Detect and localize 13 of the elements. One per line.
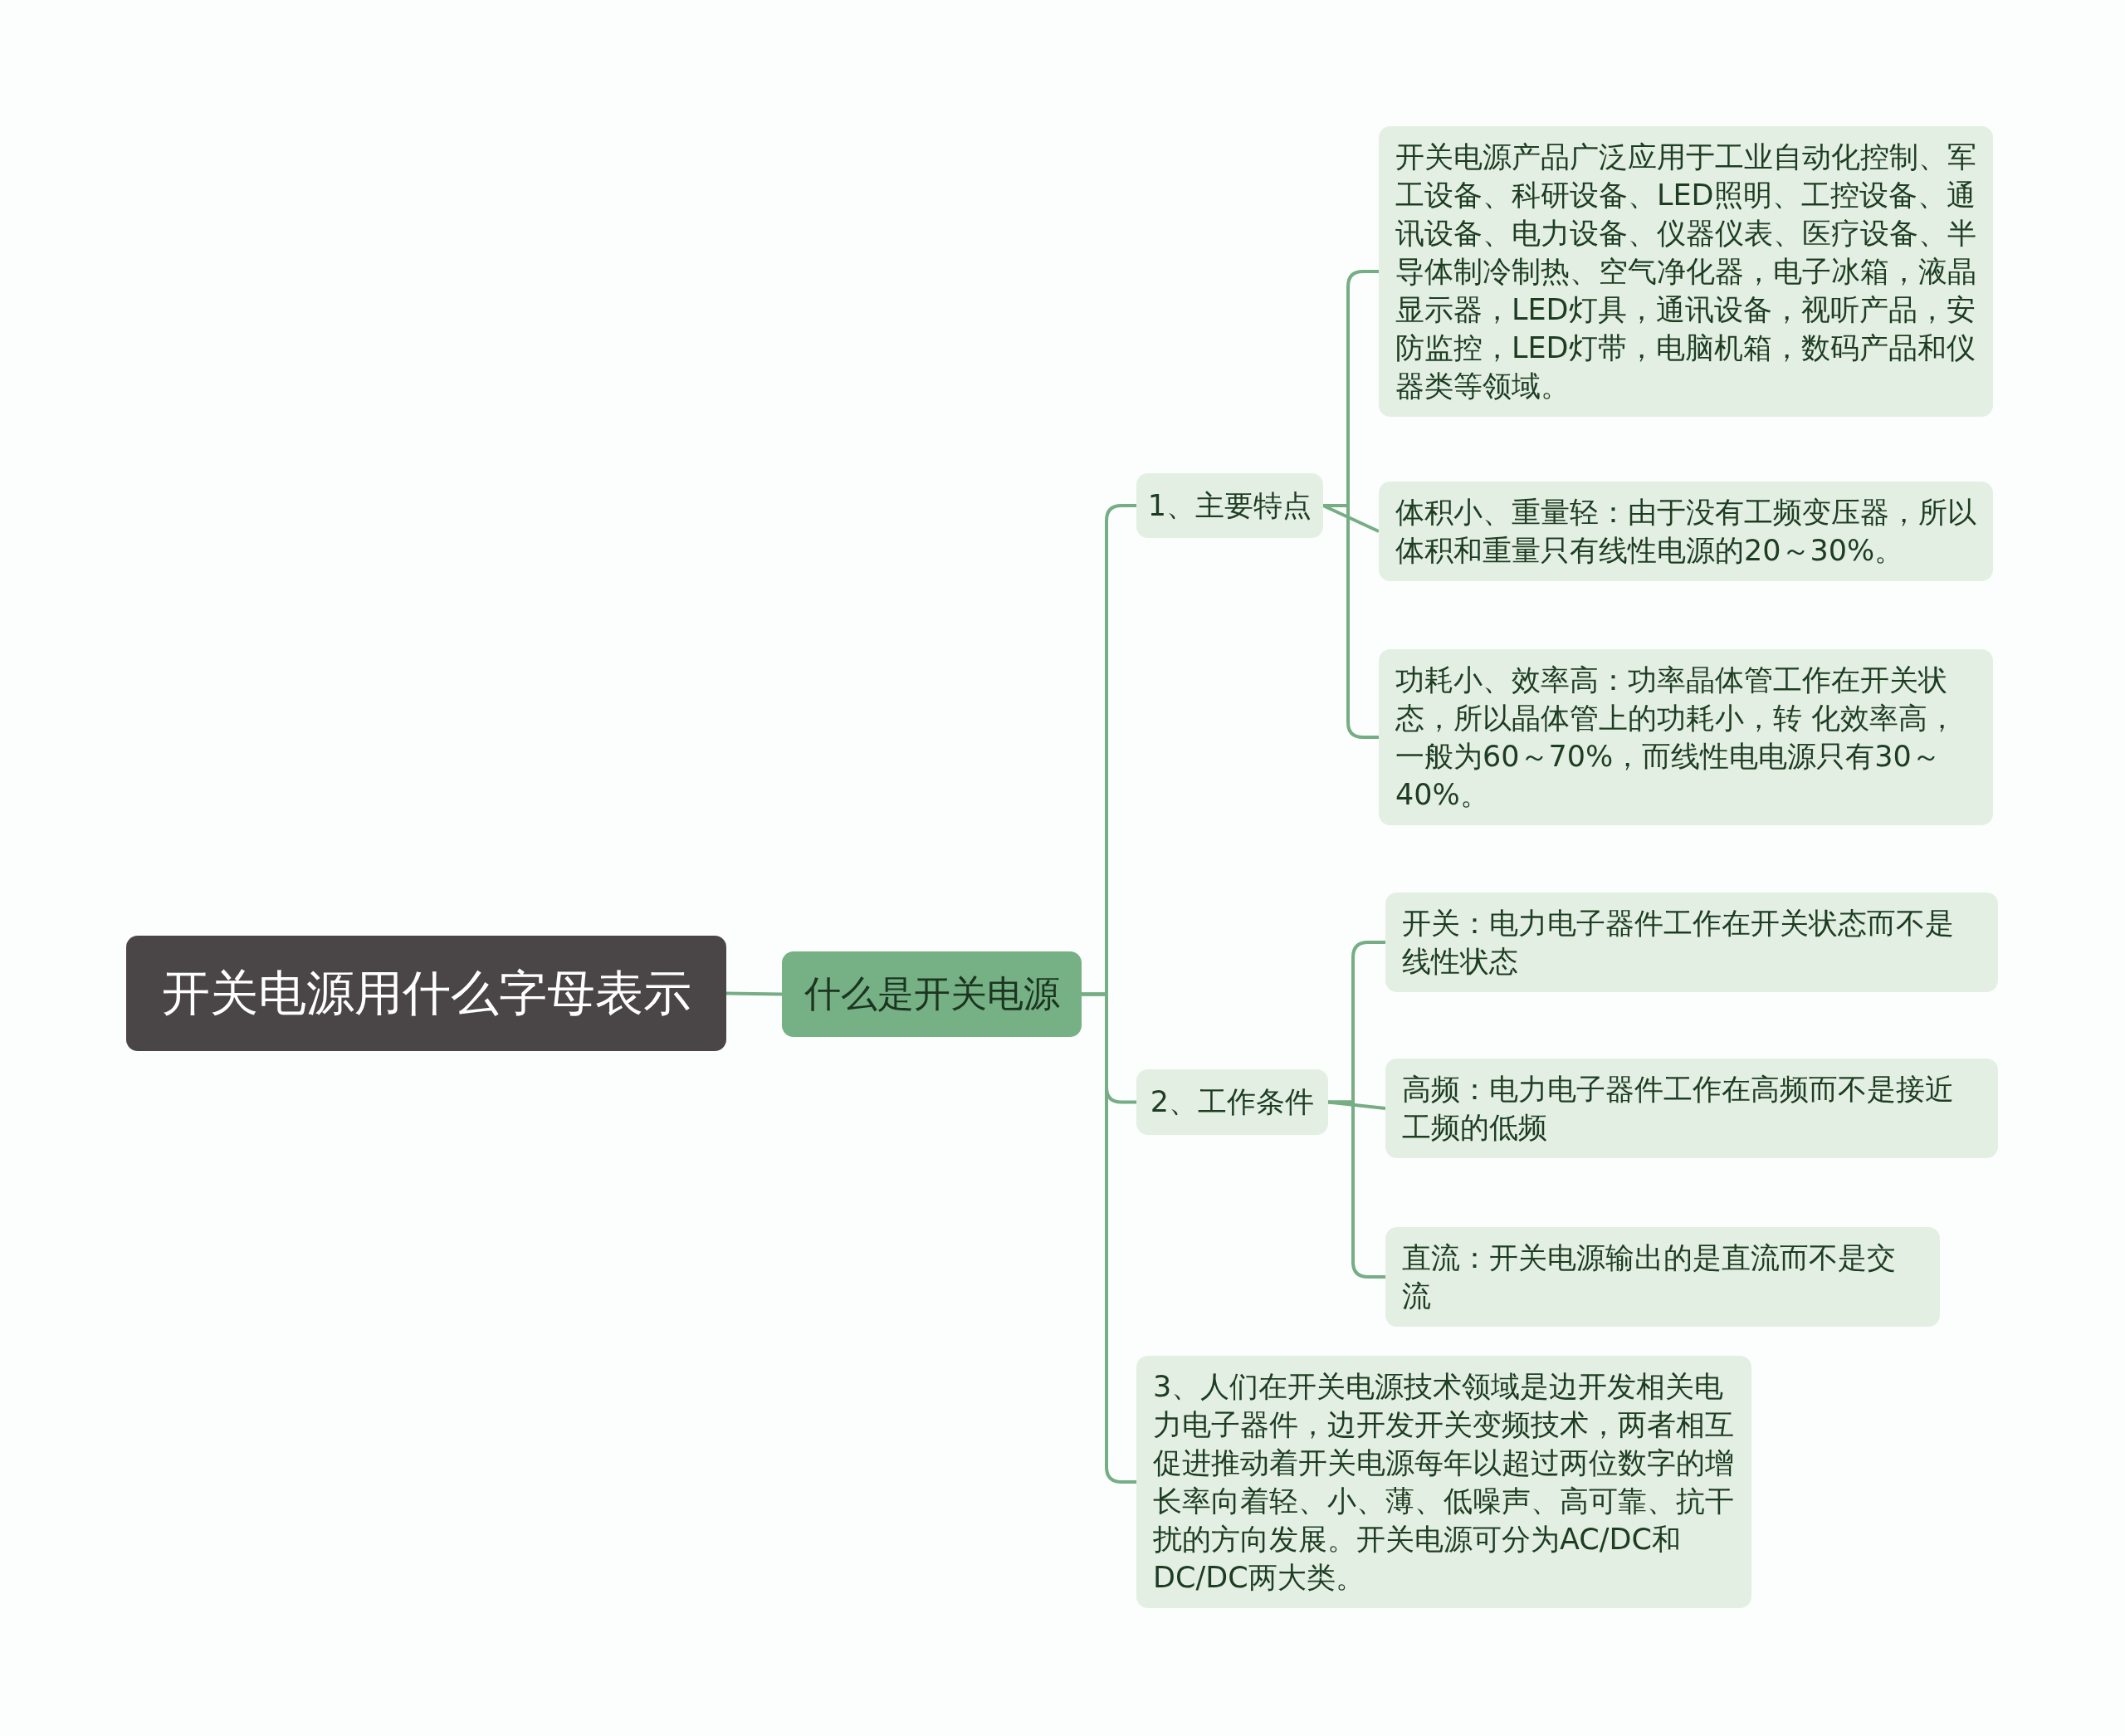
connector-line (1328, 1100, 1385, 1279)
connector-line (725, 991, 783, 996)
text-card: 开关：电力电子器件工作在开关状态而不是线性状态 (1385, 892, 1998, 992)
root-topic-box: 开关电源用什么字母表示 (126, 936, 726, 1051)
subtopic-box: 1、主要特点 (1136, 473, 1323, 538)
topic-box: 什么是开关电源 (782, 951, 1082, 1037)
text-card: 开关电源产品广泛应用于工业自动化控制、军工设备、科研设备、LED照明、工控设备、通讯设备、电力设备、仪器仪表、医疗设备、半导体制冷制热、空气净化器，电子冰箱，液晶显示器，LED灯具，通讯设备，视听产品，安防监控，LED灯带，电脑机箱，数码产品和仪器类等领域。 (1379, 126, 1993, 417)
text-card: 3、人们在开关电源技术领域是边开发相关电力电子器件，边开发开关变频技术，两者相互促进推动着开关电源每年以超过两位数字的增长率向着轻、小、薄、低噪声、高可靠、抗干扰的方向发展。开关电源可分为AC/DC和DC/DC两大类。 (1136, 1356, 1751, 1608)
text-card: 功耗小、效率高：功率晶体管工作在开关状态，所以晶体管上的功耗小，转 化效率高，一般为60～70%，而线性电电源只有30～40%。 (1379, 649, 1993, 825)
text-card: 高频：电力电子器件工作在高频而不是接近工频的低频 (1385, 1059, 1998, 1158)
text-card: 体积小、重量轻：由于没有工频变压器，所以体积和重量只有线性电源的20～30%。 (1379, 482, 1993, 581)
text-card: 直流：开关电源输出的是直流而不是交流 (1385, 1227, 1940, 1327)
subtopic-box: 2、工作条件 (1136, 1069, 1328, 1135)
